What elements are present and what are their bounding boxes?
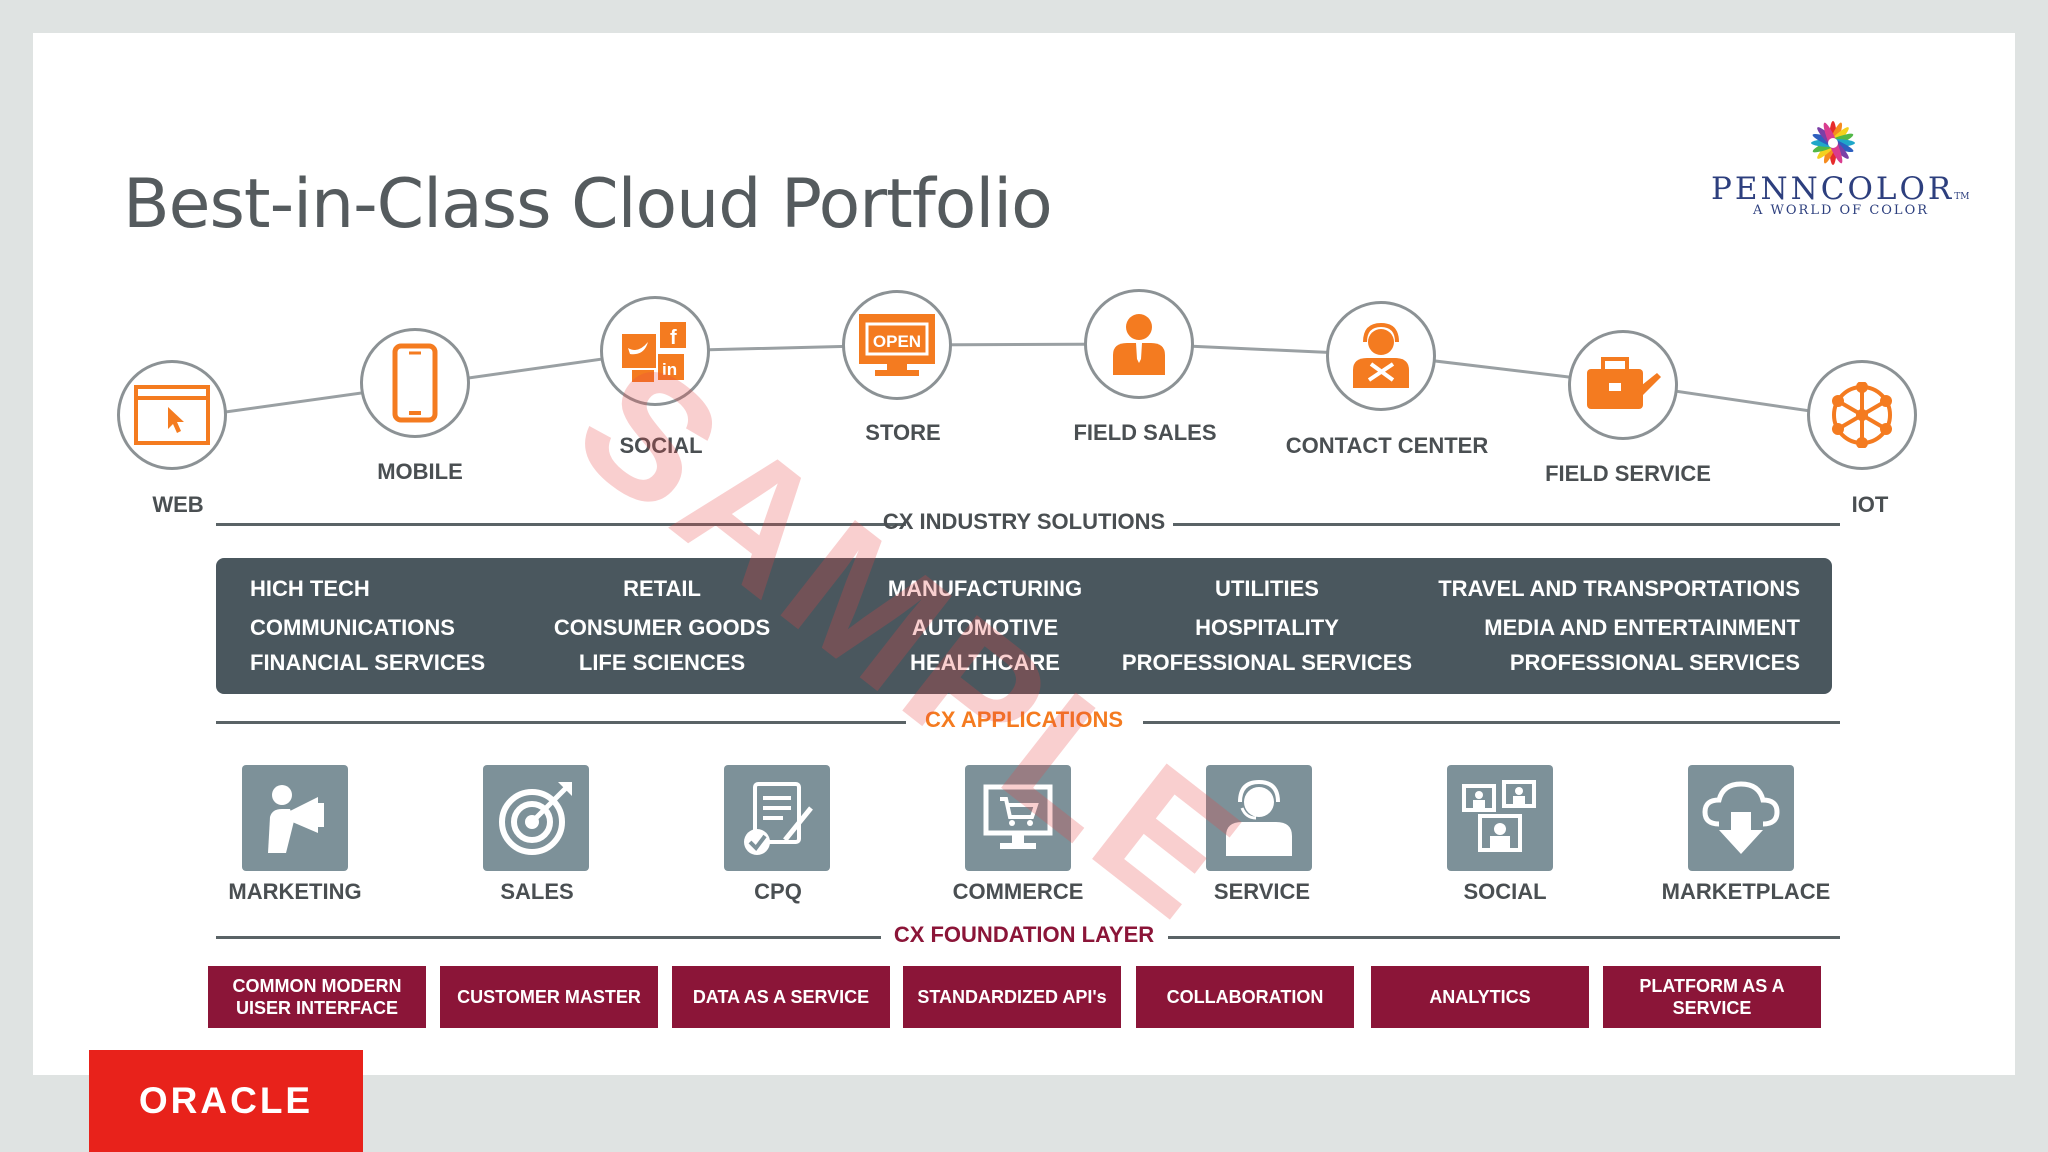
smartphone-icon: [392, 343, 438, 423]
app-tile-marketing[interactable]: [242, 765, 348, 871]
browser-cursor-icon: [134, 385, 210, 445]
salesperson-icon: [1113, 314, 1165, 375]
network-icon: [1832, 382, 1892, 448]
support-agent-icon: [1226, 779, 1292, 856]
industry-item: CONSUMER GOODS: [553, 615, 771, 640]
app-tile-marketplace[interactable]: [1688, 765, 1794, 871]
chat-people-icon: [1462, 780, 1536, 852]
channel-label-field-service: FIELD SERVICE: [1545, 461, 1711, 486]
channel-label-mobile: MOBILE: [377, 459, 463, 484]
app-tile-cpq[interactable]: [724, 765, 830, 871]
quote-document-icon: [744, 782, 813, 855]
channel-iot[interactable]: [1807, 360, 1917, 470]
foundation-box: ANALYTICS: [1371, 966, 1589, 1028]
channel-field-sales[interactable]: [1084, 289, 1194, 399]
penncolor-logo: PENNCOLORTM A WORLD OF COLOR: [1701, 115, 2001, 225]
monitor-cart-icon: [983, 784, 1053, 849]
channel-label-iot: IOT: [1851, 492, 1889, 517]
app-label-cpq: CPQ: [754, 879, 802, 904]
channel-label-web: WEB: [152, 492, 204, 517]
section-header-applications: CX APPLICATIONS: [33, 707, 2015, 737]
app-label-social: SOCIAL: [1463, 879, 1547, 904]
channel-label-store: STORE: [865, 420, 941, 445]
app-tile-service[interactable]: [1206, 765, 1312, 871]
channel-contact-center[interactable]: [1326, 301, 1436, 411]
foundation-box: STANDARDIZED API's: [903, 966, 1121, 1028]
foundation-box: COMMON MODERN UISER INTERFACE: [208, 966, 426, 1028]
app-tile-commerce[interactable]: [965, 765, 1071, 871]
channel-web[interactable]: [117, 360, 227, 470]
industry-item: PROFESSIONAL SERVICES: [1121, 650, 1413, 675]
channel-store[interactable]: OPEN: [842, 290, 952, 400]
industry-item: MEDIA AND ENTERTAINMENT: [1484, 615, 1800, 640]
social-media-icon: f in: [622, 322, 686, 382]
slide: Best-in-Class Cloud Portfolio PENNCOLORT…: [33, 33, 2015, 1075]
industry-item: HEALTHCARE: [910, 650, 1060, 675]
foundation-box: DATA AS A SERVICE: [672, 966, 890, 1028]
penncolor-wordmark: PENNCOLORTM: [1711, 171, 1970, 207]
industry-item: LIFE SCIENCES: [578, 650, 746, 675]
svg-text:f: f: [670, 327, 677, 349]
open-sign-icon: OPEN: [859, 314, 935, 376]
svg-text:OPEN: OPEN: [873, 332, 921, 351]
section-label-foundation: CX FOUNDATION LAYER: [893, 922, 1155, 947]
app-label-marketplace: MARKETPLACE: [1661, 879, 1831, 904]
toolbox-icon: [1587, 357, 1661, 409]
industry-item: HICH TECH: [250, 576, 370, 601]
channel-mobile[interactable]: [360, 328, 470, 438]
oracle-wordmark: ORACLE: [138, 1080, 314, 1121]
app-label-commerce: COMMERCE: [952, 879, 1084, 904]
industry-item: MANUFACTURING: [887, 576, 1083, 601]
penncolor-tagline: A WORLD OF COLOR: [1753, 203, 1930, 218]
channel-label-social: SOCIAL: [619, 433, 703, 458]
industry-item: TRAVEL AND TRANSPORTATIONS: [1438, 576, 1800, 601]
app-label-service: SERVICE: [1213, 879, 1311, 904]
slide-title: Best-in-Class Cloud Portfolio: [123, 165, 1053, 244]
industry-item: UTILITIES: [1215, 576, 1319, 601]
oracle-logo: ORACLE: [89, 1050, 363, 1152]
app-tile-social[interactable]: [1447, 765, 1553, 871]
industry-solutions-panel: HICH TECH COMMUNICATIONS FINANCIAL SERVI…: [216, 558, 1832, 694]
section-header-industry: CX INDUSTRY SOLUTIONS: [33, 509, 2015, 539]
industry-item: RETAIL: [623, 576, 701, 601]
section-label-applications: CX APPLICATIONS: [924, 707, 1124, 732]
headset-agent-icon: [1353, 322, 1409, 388]
industry-item: PROFESSIONAL SERVICES: [1509, 650, 1800, 675]
channel-social[interactable]: f in: [600, 296, 710, 406]
svg-text:in: in: [662, 360, 677, 379]
channel-label-field-sales: FIELD SALES: [1073, 420, 1217, 445]
industry-item: HOSPITALITY: [1195, 615, 1339, 640]
app-label-sales: SALES: [500, 879, 574, 904]
foundation-box: COLLABORATION: [1136, 966, 1354, 1028]
channel-field-service[interactable]: [1568, 330, 1678, 440]
foundation-box: CUSTOMER MASTER: [440, 966, 658, 1028]
section-header-foundation: CX FOUNDATION LAYER: [33, 922, 2015, 952]
industry-item: COMMUNICATIONS: [250, 615, 455, 640]
industry-item: FINANCIAL SERVICES: [250, 650, 486, 675]
megaphone-icon: [268, 785, 324, 853]
color-burst-icon: [1811, 121, 1855, 165]
foundation-box: PLATFORM AS A SERVICE: [1603, 966, 1821, 1028]
cloud-download-icon: [1702, 781, 1780, 854]
target-icon: [499, 782, 572, 855]
industry-item: AUTOMOTIVE: [911, 615, 1059, 640]
channel-label-contact-center: CONTACT CENTER: [1285, 433, 1489, 458]
app-label-marketing: MARKETING: [228, 879, 362, 904]
section-label-industry: CX INDUSTRY SOLUTIONS: [882, 509, 1166, 534]
app-tile-sales[interactable]: [483, 765, 589, 871]
